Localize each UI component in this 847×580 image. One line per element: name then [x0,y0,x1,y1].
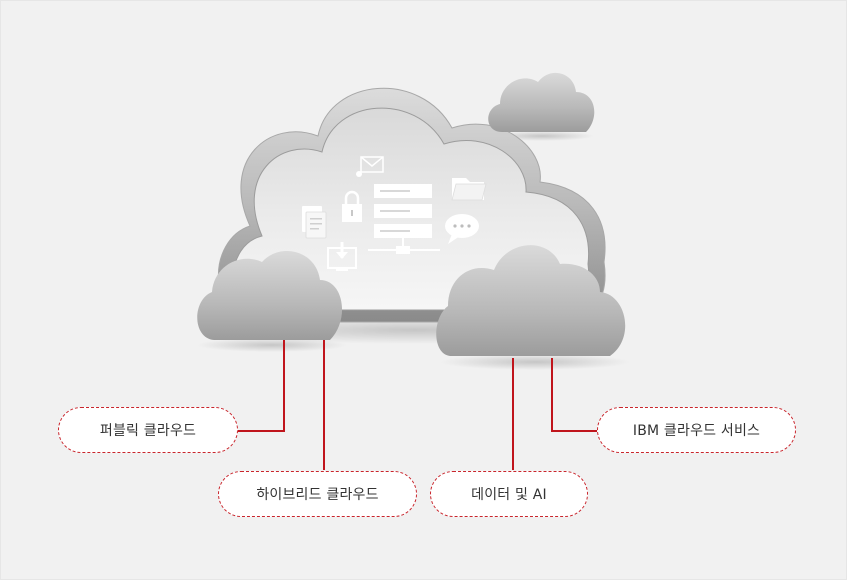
connector-ibm [551,358,597,432]
lock-icon [342,190,362,222]
chat-bubble-icon [445,214,479,244]
mail-icon [356,156,384,177]
document-icon [302,206,327,239]
label-hybrid-cloud-text: 하이브리드 클라우드 [256,487,379,503]
label-hybrid-cloud: 하이브리드 클라우드 [218,471,417,517]
label-data-ai: 데이터 및 AI [430,471,588,517]
label-ibm-cloud-services-text: IBM 클라우드 서비스 [632,423,761,439]
label-public-cloud-text: 퍼블릭 클라우드 [99,423,197,439]
folder-icon [451,178,487,201]
connector-public [238,340,285,432]
small-cloud-top [488,72,595,132]
small-cloud-left [197,250,343,340]
small-cloud-bottom-right [436,245,626,356]
connector-lines [238,340,597,470]
left-cloud-shadow [197,338,347,352]
label-data-ai-text: 데이터 및 AI [471,487,547,503]
server-stack-icon [368,184,440,254]
right-cloud-shadow [440,354,630,370]
label-ibm-cloud-services: IBM 클라우드 서비스 [597,407,796,453]
label-public-cloud: 퍼블릭 클라우드 [58,407,238,453]
monitor-download-icon [327,242,357,271]
